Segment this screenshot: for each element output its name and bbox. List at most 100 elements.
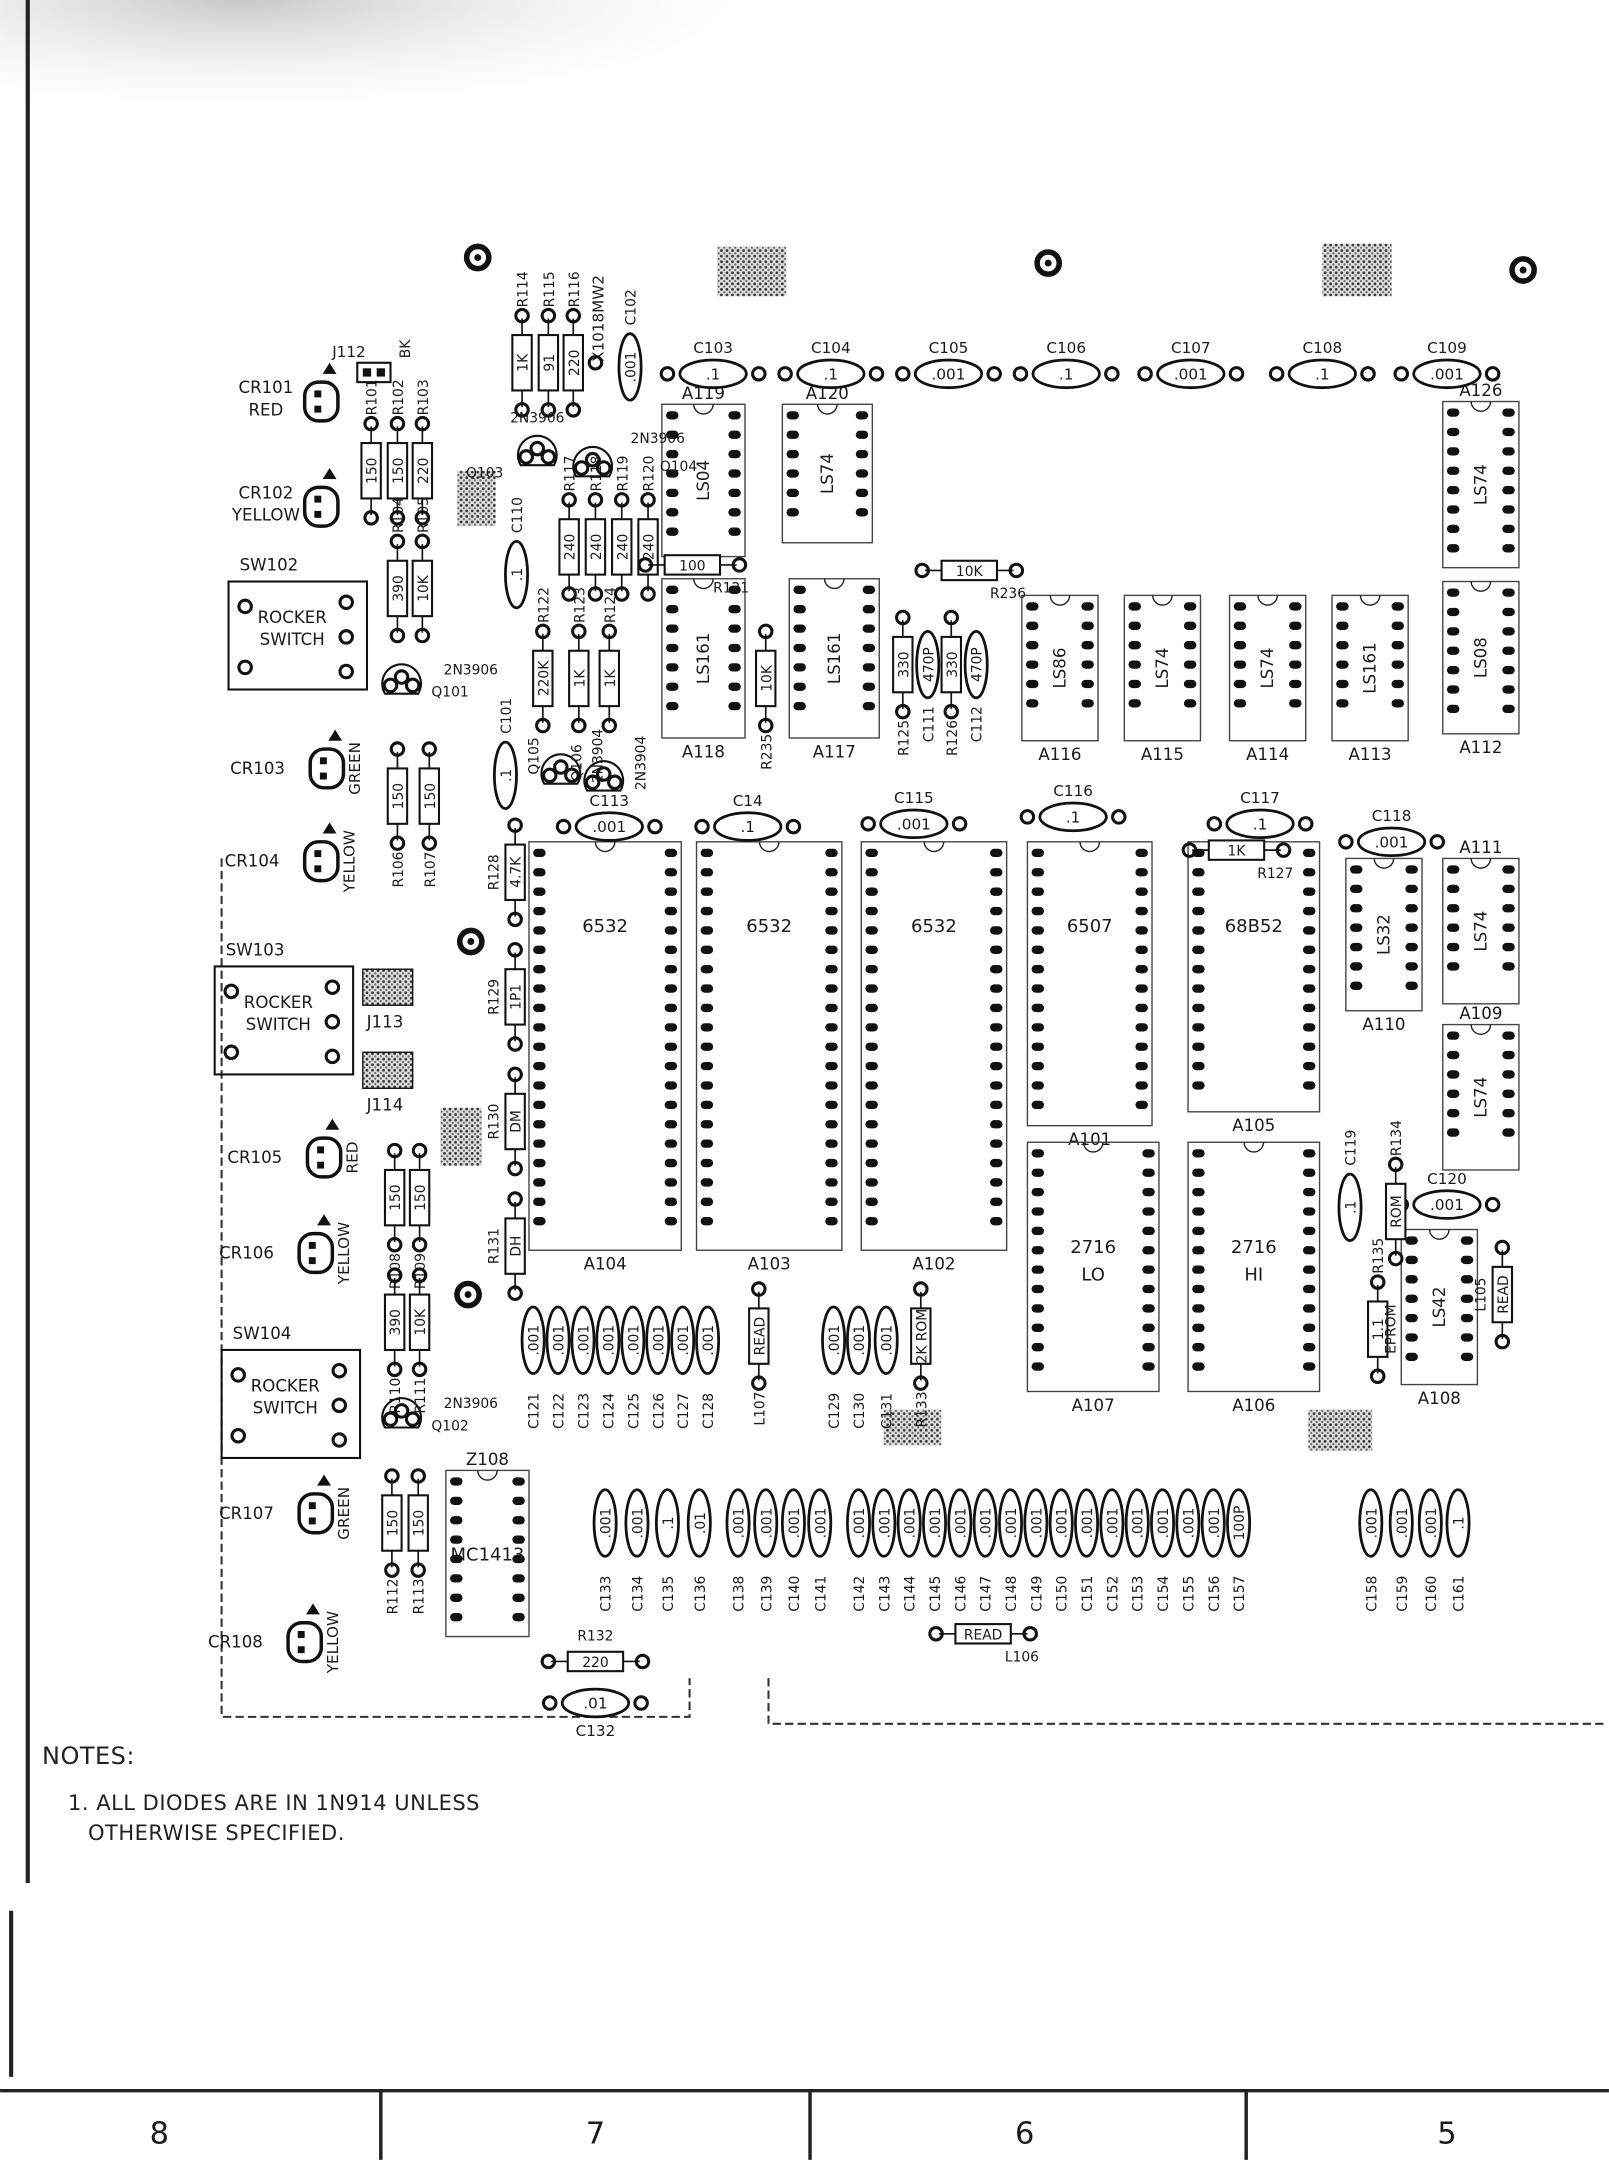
cap-value: .001 xyxy=(676,1325,692,1356)
pin-pad xyxy=(825,1178,838,1187)
led-pad xyxy=(314,865,322,873)
resistor-body xyxy=(1384,1182,1407,1241)
pin-pad xyxy=(666,643,679,653)
resistor-value: 220 xyxy=(567,350,583,376)
pin-pad xyxy=(855,508,869,517)
pin-pad xyxy=(865,1120,878,1129)
ic-outline xyxy=(1442,857,1520,1005)
scan-artifact xyxy=(717,246,787,297)
pin-pad xyxy=(990,945,1003,954)
cap-body xyxy=(879,808,949,840)
cap-body xyxy=(1358,1488,1384,1558)
ic-type: LS74 xyxy=(1471,464,1490,505)
pin-pad xyxy=(728,701,741,711)
pin-pad xyxy=(1233,602,1247,611)
pad xyxy=(601,623,618,640)
switch-label: ROCKER xyxy=(251,1376,321,1395)
pad xyxy=(1393,366,1410,382)
pin-pad xyxy=(793,682,806,691)
pin-pad xyxy=(1460,1294,1474,1303)
resistor-value: 330 xyxy=(945,651,961,677)
cap-value: .001 xyxy=(953,1508,969,1539)
pad xyxy=(386,1236,403,1253)
pad xyxy=(1369,1274,1386,1290)
ic-bank: HI xyxy=(1244,1265,1263,1286)
pad xyxy=(338,594,354,611)
ic-type: LS161 xyxy=(1361,642,1380,694)
ic-bank: LO xyxy=(1081,1265,1105,1286)
pin-pad xyxy=(512,1477,525,1486)
pin-pad xyxy=(1031,945,1045,954)
resistor-body xyxy=(504,1217,526,1275)
pad xyxy=(237,598,253,615)
pin-pad xyxy=(865,1139,878,1148)
notes-block: NOTES: 1. ALL DIODES ARE IN 1N914 UNLESS… xyxy=(40,1742,480,1848)
pin-pad xyxy=(1031,1187,1045,1197)
cap-designator: C149 xyxy=(1029,1576,1045,1612)
pin-pad xyxy=(533,1081,546,1090)
pin-pad xyxy=(1502,607,1515,617)
pin1-notch xyxy=(1373,858,1395,869)
pin-pad xyxy=(990,926,1003,935)
pin-pad xyxy=(990,1061,1003,1071)
cap-designator: C153 xyxy=(1131,1576,1147,1612)
pin1-notch xyxy=(758,841,780,853)
pin-pad xyxy=(1135,868,1148,877)
cap-designator: C126 xyxy=(651,1393,667,1429)
scan-artifact xyxy=(1322,243,1392,297)
resistor-body xyxy=(386,767,409,825)
cap-body xyxy=(846,1305,871,1375)
led-color: RED xyxy=(343,1142,361,1174)
pad xyxy=(1008,562,1025,579)
pin-pad xyxy=(1135,848,1148,858)
pin-pad xyxy=(664,887,678,896)
pin-pad xyxy=(1031,1362,1045,1371)
pad xyxy=(1206,816,1223,832)
cap-value: .001 xyxy=(928,1508,944,1539)
cap-designator: C112 xyxy=(970,706,986,742)
ic-designator: A116 xyxy=(1038,745,1081,764)
zone-number: 7 xyxy=(586,2116,605,2151)
pin-pad xyxy=(1135,984,1148,993)
cap-value: .001 xyxy=(732,1508,748,1539)
hole-ring xyxy=(1034,249,1063,277)
pad xyxy=(507,1160,523,1177)
cap-value: .001 xyxy=(1430,365,1464,383)
cap-body xyxy=(678,358,748,390)
pin-pad xyxy=(990,848,1003,858)
pin-pad xyxy=(1031,1343,1045,1352)
pin-pad xyxy=(1192,1168,1205,1177)
diode-symbol-icon xyxy=(322,467,337,480)
pin-pad xyxy=(1446,704,1460,714)
mounting-hole xyxy=(1509,256,1537,284)
pin-pad xyxy=(855,488,869,498)
pin-pad xyxy=(1336,621,1349,630)
pin-pad xyxy=(664,1120,678,1129)
pin-pad xyxy=(664,1217,678,1226)
led-pad xyxy=(317,1161,325,1169)
resistor-designator: R102 xyxy=(391,379,407,415)
resistor-body xyxy=(383,1168,406,1227)
resistor-body xyxy=(411,559,434,618)
pin-pad xyxy=(1135,1061,1148,1071)
cap-body xyxy=(1048,1488,1074,1558)
pin-pad xyxy=(450,1613,463,1622)
pin-pad xyxy=(1391,679,1405,689)
